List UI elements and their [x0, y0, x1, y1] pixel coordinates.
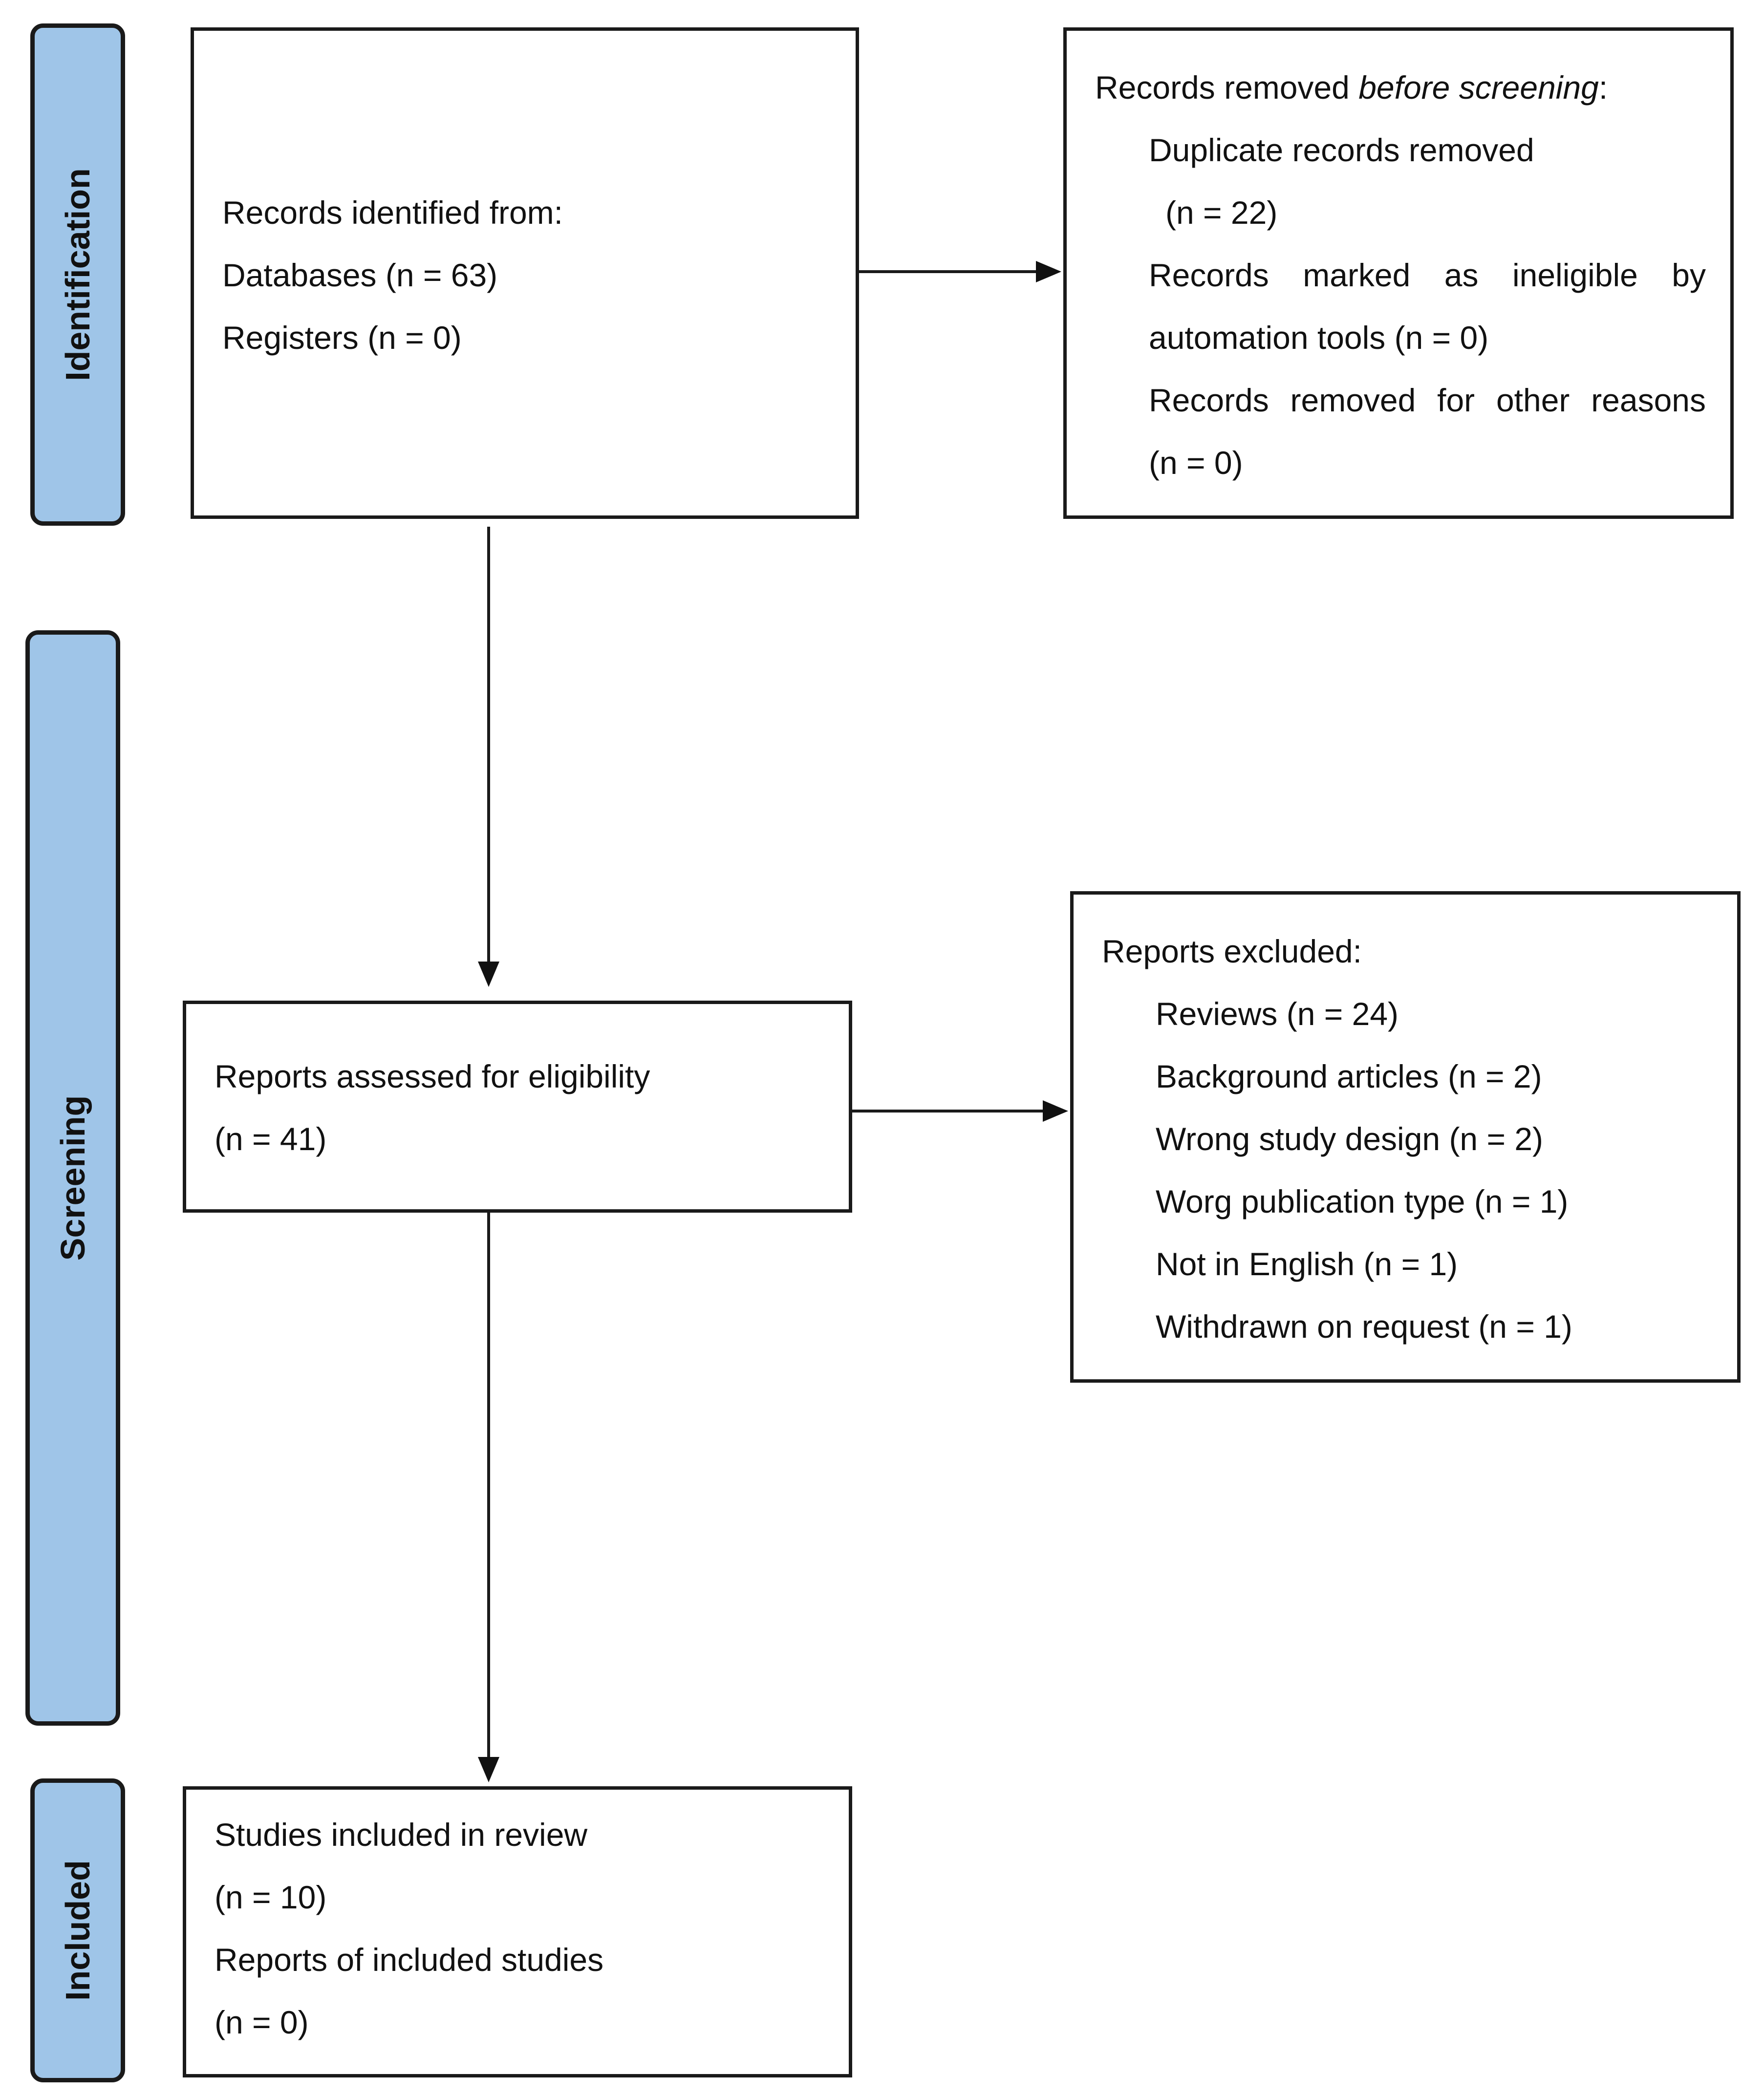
- excluded-item: Worg publication type (n = 1): [1156, 1183, 1569, 1220]
- excluded-item: Reviews (n = 24): [1156, 996, 1399, 1032]
- excluded-item: Background articles (n = 2): [1156, 1058, 1542, 1094]
- phase-included: Included: [30, 1778, 125, 2082]
- reports-excluded-heading: Reports excluded:: [1102, 933, 1362, 969]
- other-reasons-line2: (n = 0): [1149, 445, 1243, 481]
- reports-assessed-count: (n = 41): [215, 1121, 327, 1157]
- ineligible-records-line1: Records marked as ineligible by: [1149, 257, 1706, 293]
- excluded-item: Withdrawn on request (n = 1): [1156, 1308, 1572, 1345]
- reports-assessed-box: Reports assessed for eligibility (n = 41…: [183, 1001, 852, 1213]
- studies-included-box: Studies included in review (n = 10) Repo…: [183, 1786, 852, 2077]
- records-removed-heading-italic: before screening: [1358, 69, 1599, 106]
- duplicate-records-label: Duplicate records removed: [1149, 132, 1534, 168]
- arrowhead-right: [1036, 261, 1061, 282]
- arrowhead-down: [478, 962, 499, 987]
- arrowhead-down: [478, 1757, 499, 1782]
- ineligible-records-line2: automation tools (n = 0): [1149, 320, 1489, 356]
- reports-excluded-box: Reports excluded: Reviews (n = 24) Backg…: [1070, 891, 1741, 1383]
- records-removed-heading: Records removed before screening:: [1095, 56, 1608, 119]
- studies-included-label: Studies included in review: [215, 1817, 588, 1853]
- arrowhead-right: [1043, 1100, 1068, 1122]
- included-reports-label: Reports of included studies: [215, 1942, 604, 1978]
- records-removed-heading-suffix: :: [1598, 69, 1608, 106]
- records-identified-registers: Registers (n = 0): [222, 320, 462, 356]
- included-reports-count: (n = 0): [215, 2004, 309, 2040]
- records-identified-box: Records identified from: Databases (n = …: [191, 27, 859, 519]
- records-removed-box: Records removed before screening: Duplic…: [1063, 27, 1734, 519]
- studies-included-count: (n = 10): [215, 1879, 327, 1915]
- other-reasons-line1: Records removed for other reasons: [1149, 382, 1706, 418]
- records-removed-heading-prefix: Records removed: [1095, 69, 1359, 106]
- records-identified-heading: Records identified from:: [222, 194, 563, 231]
- reports-assessed-label: Reports assessed for eligibility: [215, 1058, 650, 1094]
- excluded-item: Wrong study design (n = 2): [1156, 1121, 1544, 1157]
- phase-screening: Screening: [25, 630, 120, 1726]
- phase-identification: Identification: [30, 23, 125, 526]
- duplicate-records-count: (n = 22): [1165, 194, 1278, 231]
- excluded-item: Not in English (n = 1): [1156, 1246, 1458, 1282]
- records-identified-databases: Databases (n = 63): [222, 257, 498, 293]
